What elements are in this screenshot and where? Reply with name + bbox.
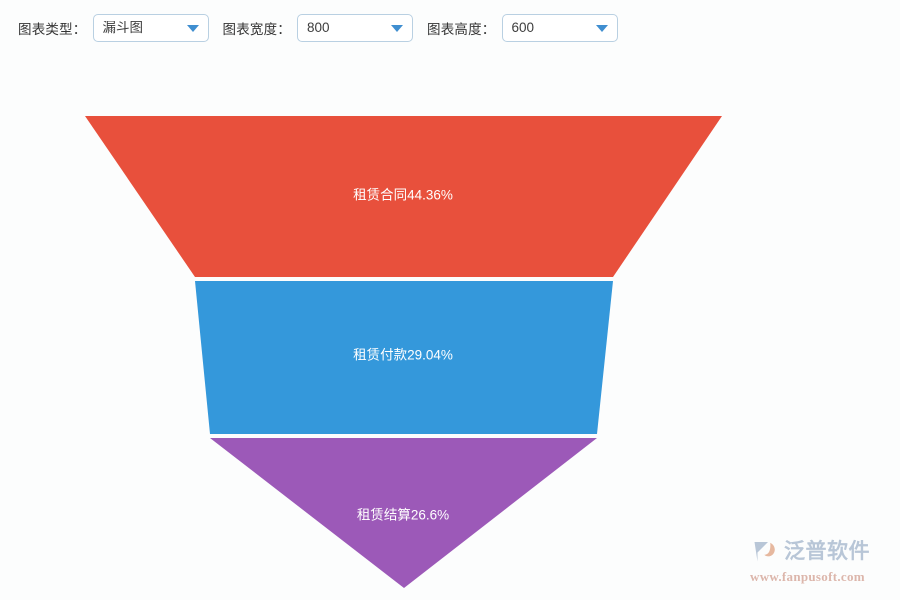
funnel-chart-svg: 租赁合同44.36% 租赁付款29.04% 租赁结算26.6% bbox=[85, 116, 722, 588]
funnel-segment[interactable] bbox=[85, 116, 722, 277]
funnel-segment-label: 租赁付款29.04% bbox=[353, 348, 453, 363]
chart-type-label: 图表类型： bbox=[18, 22, 87, 37]
chevron-down-icon bbox=[186, 25, 199, 32]
funnel-segment-label: 租赁合同44.36% bbox=[353, 188, 453, 203]
chevron-down-icon bbox=[595, 25, 608, 32]
chart-width-select[interactable]: 800 bbox=[297, 14, 413, 42]
chevron-down-icon bbox=[391, 25, 403, 32]
chart-height-label: 图表高度： bbox=[427, 22, 496, 37]
funnel-segment[interactable] bbox=[195, 281, 613, 434]
chart-type-control: 图表类型： 漏斗图 bbox=[18, 14, 209, 42]
chart-type-value: 漏斗图 bbox=[102, 21, 144, 35]
funnel-segment-label: 租赁结算26.6% bbox=[357, 508, 449, 523]
chart-options-toolbar: 图表类型： 漏斗图 图表宽度： 800 图表高度： 600 bbox=[0, 0, 900, 56]
funnel-segment[interactable] bbox=[210, 438, 597, 588]
funnel-segment-group: 租赁合同44.36% 租赁付款29.04% 租赁结算26.6% bbox=[85, 116, 722, 588]
funnel-chart: 租赁合同44.36% 租赁付款29.04% 租赁结算26.6% bbox=[0, 56, 900, 600]
chart-type-select[interactable]: 漏斗图 bbox=[92, 14, 209, 42]
chart-width-value: 800 bbox=[307, 21, 330, 35]
chart-height-control: 图表高度： 600 bbox=[427, 14, 618, 42]
chart-height-select[interactable]: 600 bbox=[501, 14, 618, 42]
chart-width-control: 图表宽度： 800 bbox=[222, 14, 413, 42]
chart-width-label: 图表宽度： bbox=[222, 22, 291, 37]
chart-height-value: 600 bbox=[511, 21, 535, 35]
